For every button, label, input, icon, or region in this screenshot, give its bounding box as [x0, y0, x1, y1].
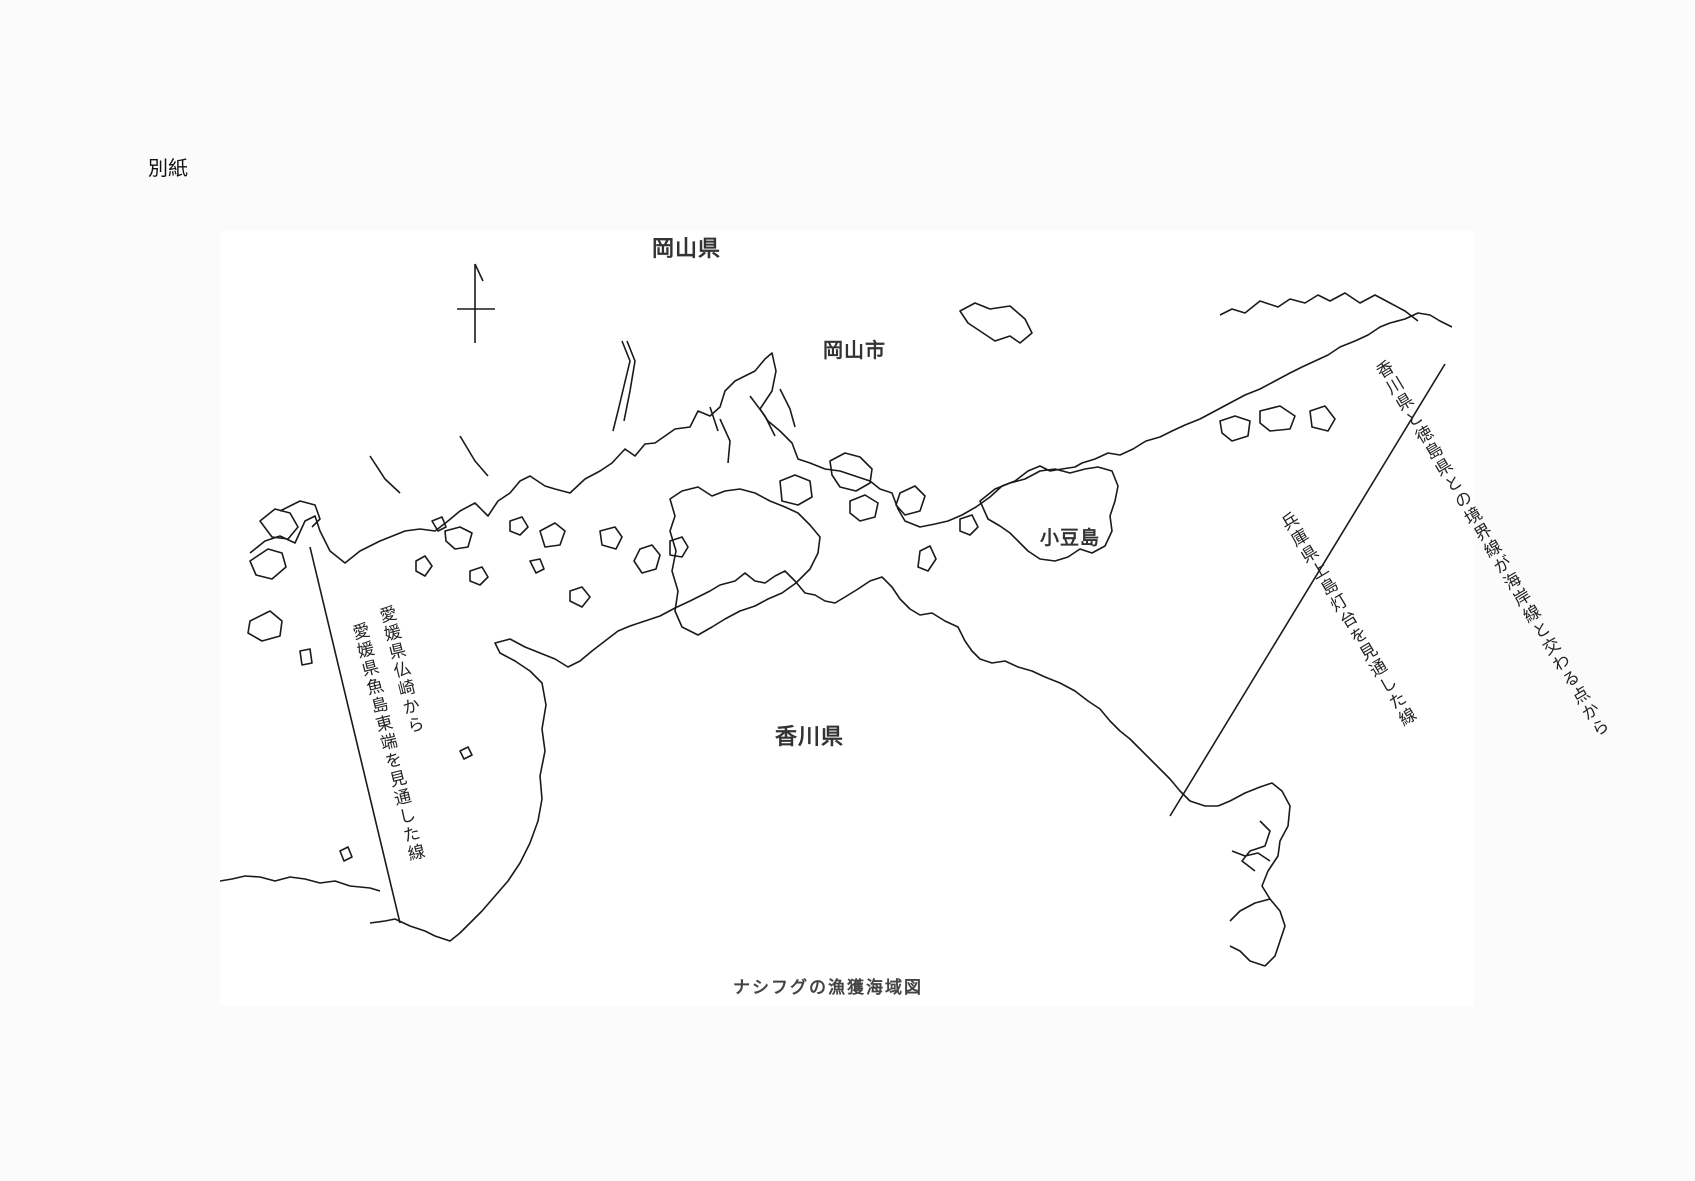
- label-kagawa-pref: 香川県: [775, 725, 845, 750]
- map-title: ナシフグの漁獲海域図: [733, 978, 923, 998]
- west-boundary-line: [309, 546, 401, 924]
- north-coastline: [249, 312, 1453, 564]
- north-arrow-icon: [457, 263, 495, 343]
- fishing-area-map: 岡山県 岡山市 香川県 小豆島 愛媛県仏崎から 愛媛県魚島東端を見通した線 香川…: [220, 231, 1612, 1006]
- shodoshima-island: [979, 466, 1119, 562]
- map-drawing: [220, 263, 1453, 967]
- east-boundary-line: [1169, 363, 1446, 817]
- label-shodoshima: 小豆島: [1040, 527, 1101, 549]
- label-okayama-city: 岡山市: [823, 338, 886, 362]
- south-coastline: [369, 570, 1218, 942]
- label-okayama-pref: 岡山県: [652, 237, 722, 262]
- annex-label: 別紙: [148, 156, 188, 180]
